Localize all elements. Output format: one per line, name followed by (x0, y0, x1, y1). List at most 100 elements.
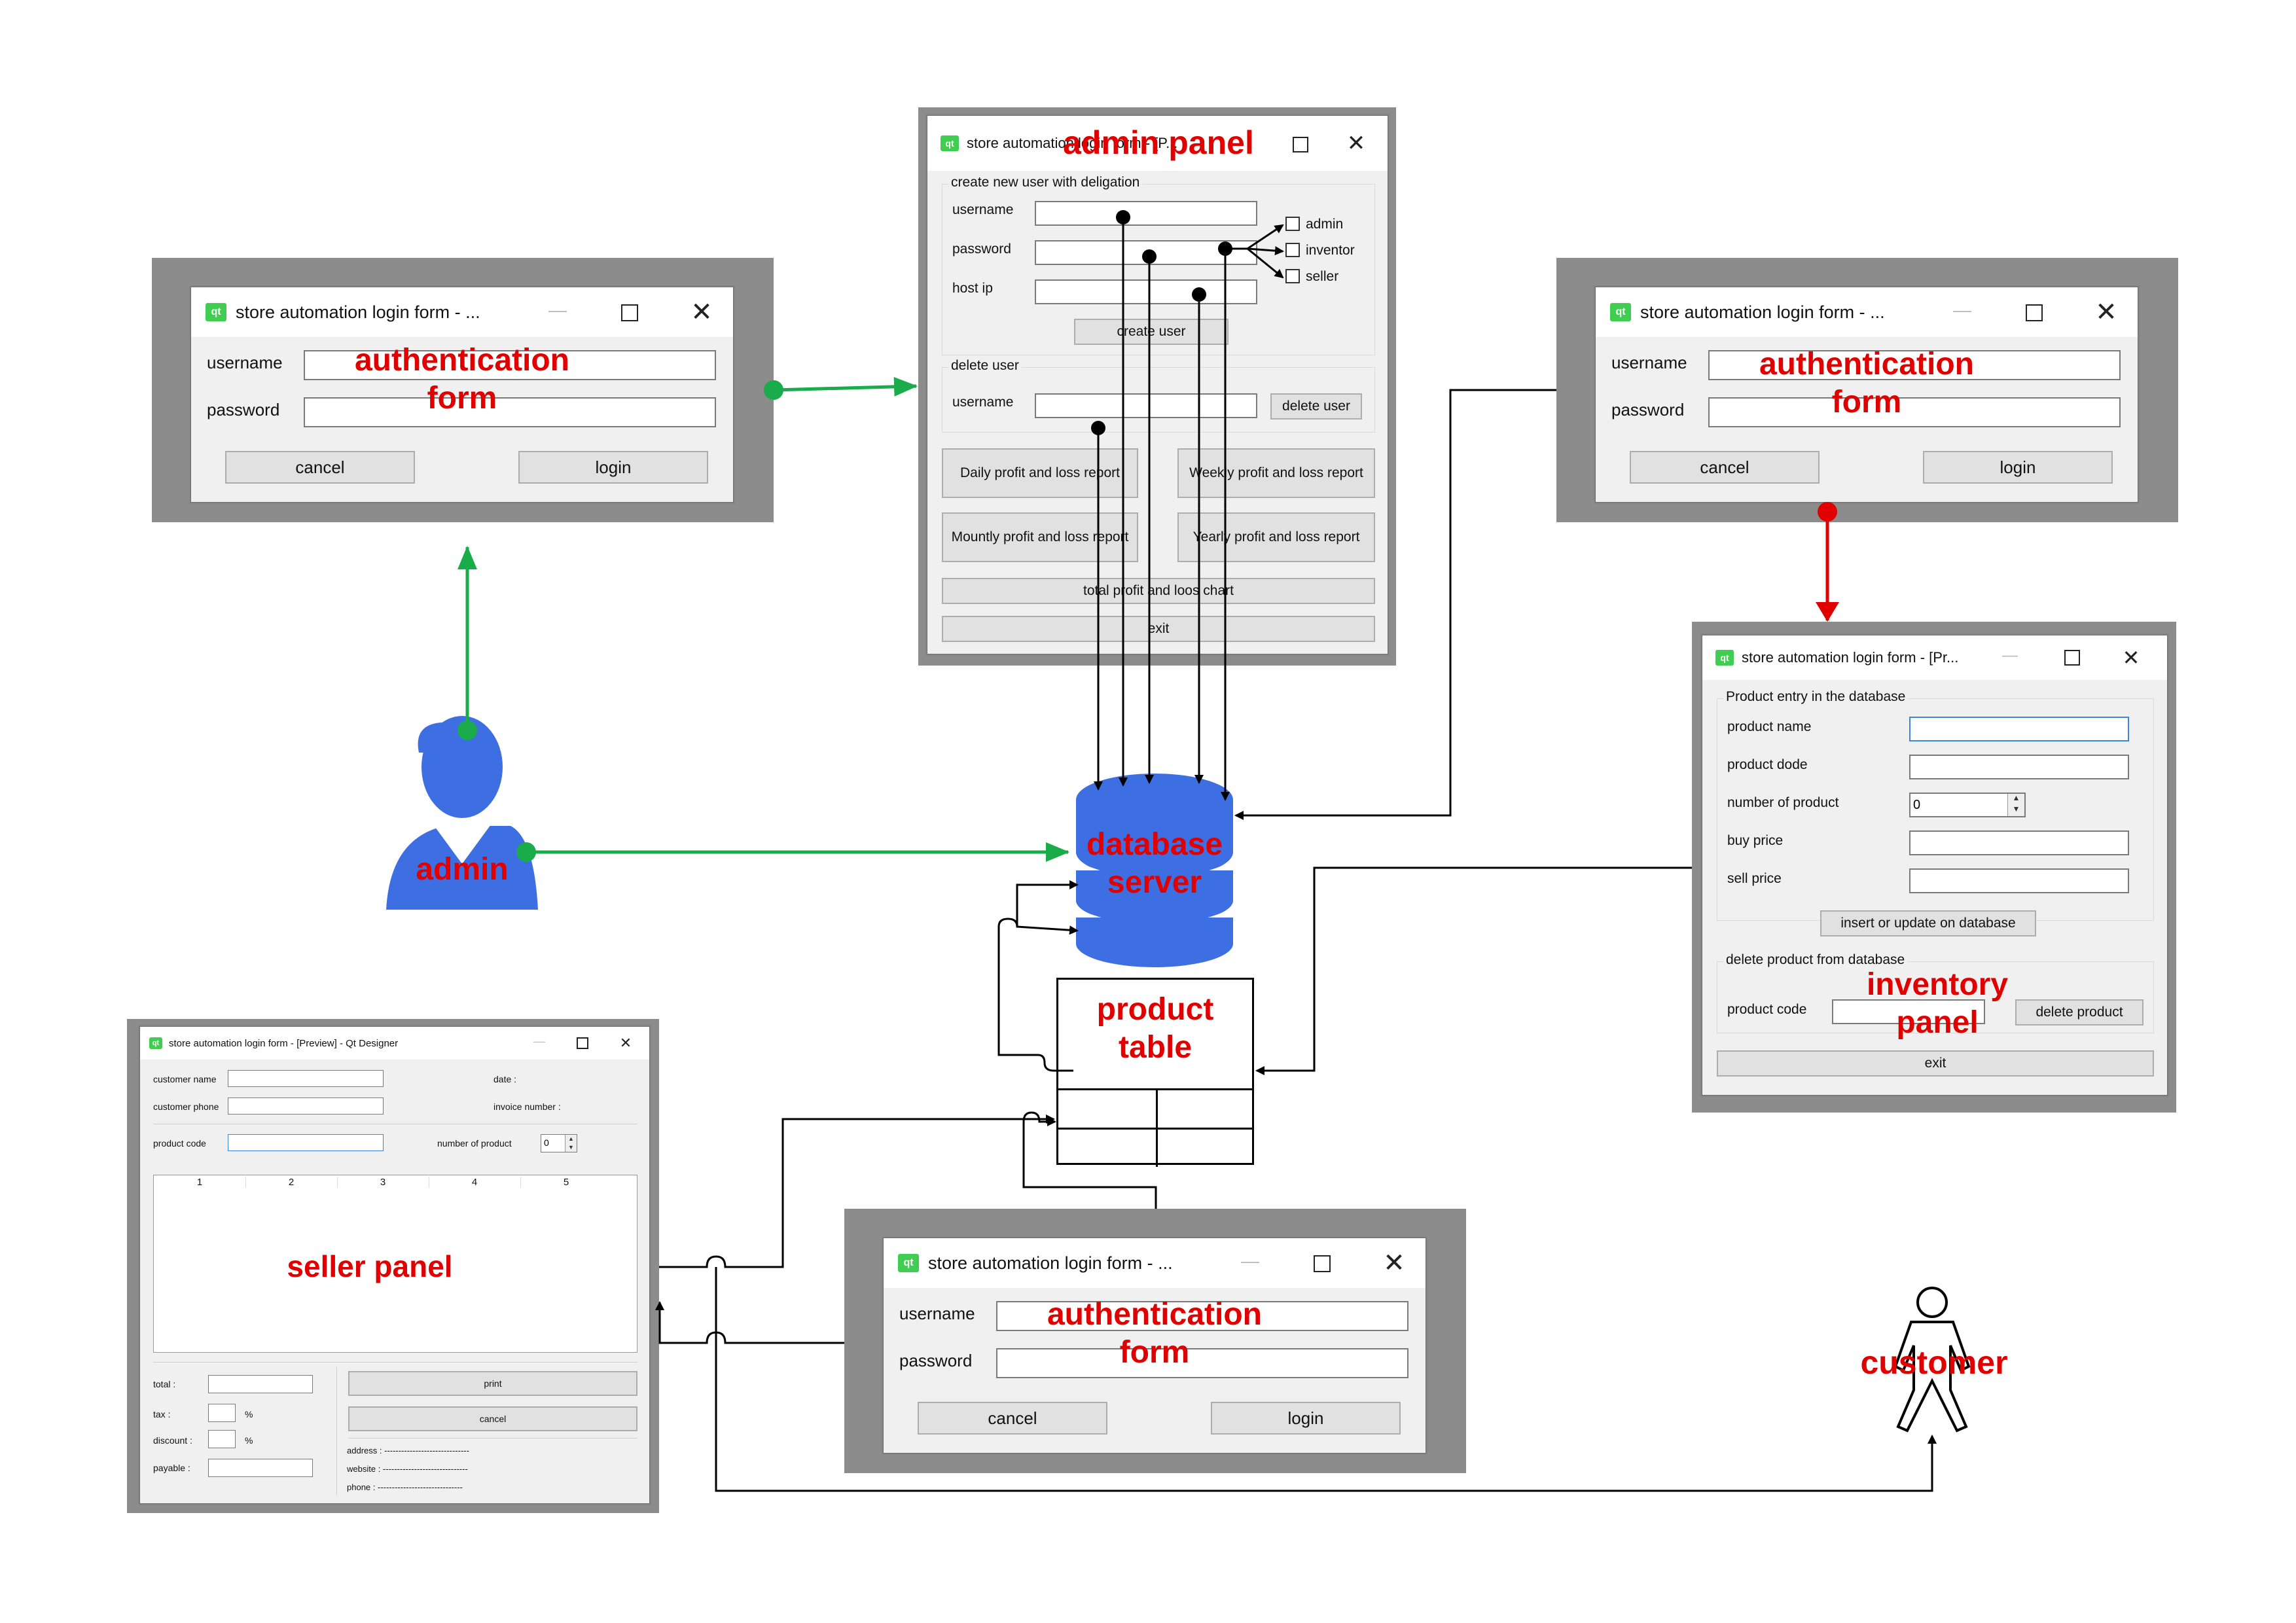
weekly-report-button[interactable]: Weekly profit and loss report (1177, 448, 1375, 498)
minimize-icon[interactable]: — (1241, 1251, 1259, 1271)
product-entry-group-title: Product entry in the database (1723, 689, 1909, 705)
number-of-product-spinbox[interactable]: 0 ▲ ▼ (541, 1134, 577, 1152)
close-icon[interactable]: ✕ (2095, 298, 2117, 327)
delete-username-input[interactable] (1035, 393, 1257, 418)
buy-price-input[interactable] (1909, 830, 2129, 855)
sell-price-input[interactable] (1909, 868, 2129, 893)
phone-line: phone : ------------------------------ (347, 1482, 463, 1492)
delete-product-code-label: product code (1727, 1002, 1807, 1017)
qt-logo-icon: qt (941, 135, 959, 151)
exit-button[interactable]: exit (942, 616, 1375, 642)
website-line: website : ------------------------------ (347, 1464, 468, 1474)
new-username-input[interactable] (1035, 201, 1257, 226)
window-title: store automation login form - [Pr... (1742, 649, 1959, 666)
monthly-report-button[interactable]: Mountly profit and loss report (942, 512, 1138, 562)
buy-price-label: buy price (1727, 833, 1784, 848)
maximize-icon[interactable] (1302, 1238, 1342, 1288)
maximize-icon[interactable] (569, 1027, 596, 1060)
login-button[interactable]: login (1211, 1402, 1401, 1435)
qt-logo-icon: qt (898, 1254, 919, 1272)
maximize-icon[interactable] (2053, 635, 2092, 680)
spin-up-icon[interactable]: ▲ (565, 1135, 577, 1143)
username-input[interactable] (304, 350, 716, 380)
qt-logo-icon: qt (149, 1037, 162, 1049)
table-header-4[interactable]: 4 (429, 1177, 521, 1188)
create-user-button[interactable]: create user (1074, 319, 1229, 345)
customer-name-label: customer name (153, 1074, 217, 1084)
close-icon[interactable]: ✕ (691, 298, 713, 327)
close-icon[interactable]: ✕ (2122, 646, 2140, 669)
insert-update-button[interactable]: insert or update on database (1820, 910, 2036, 936)
product-code-label: product code (153, 1138, 206, 1149)
spin-up-icon[interactable]: ▲ (2007, 794, 2024, 805)
delete-product-code-input[interactable] (1832, 999, 1985, 1024)
password-input[interactable] (1708, 397, 2121, 427)
daily-report-button[interactable]: Daily profit and loss report (942, 448, 1138, 498)
qt-logo-icon: qt (1610, 303, 1631, 321)
password-label: password (1611, 400, 1685, 419)
number-of-product-label: number of product (1727, 795, 1839, 810)
minimize-icon[interactable]: — (2002, 647, 2018, 664)
admin-role-label: admin (1306, 217, 1344, 232)
payable-input[interactable] (208, 1459, 313, 1477)
product-name-input[interactable] (1909, 717, 2129, 741)
total-input[interactable] (208, 1375, 313, 1393)
seller-role-checkbox[interactable] (1285, 269, 1300, 283)
maximize-icon[interactable] (610, 287, 649, 337)
maximize-icon[interactable] (1281, 116, 1320, 171)
cancel-button[interactable]: cancel (225, 451, 415, 484)
minimize-icon[interactable]: — (533, 1035, 545, 1048)
spin-down-icon[interactable]: ▼ (2007, 805, 2024, 816)
cancel-button[interactable]: cancel (918, 1402, 1107, 1435)
total-chart-button[interactable]: total profit and loos chart (942, 578, 1375, 604)
password-input[interactable] (996, 1348, 1408, 1378)
product-code-input[interactable] (1909, 755, 2129, 779)
invoice-number-label: invoice number : (493, 1101, 561, 1112)
password-input[interactable] (304, 397, 716, 427)
username-label: username (952, 202, 1014, 217)
close-icon[interactable]: ✕ (1346, 131, 1366, 156)
maximize-icon[interactable] (2015, 287, 2054, 337)
tax-input[interactable] (208, 1404, 236, 1422)
login-button[interactable]: login (1923, 451, 2113, 484)
discount-input[interactable] (208, 1430, 236, 1448)
customer-name-input[interactable] (228, 1070, 384, 1087)
table-header-1[interactable]: 1 (154, 1177, 246, 1188)
cancel-button[interactable]: cancel (348, 1406, 637, 1431)
close-icon[interactable]: ✕ (619, 1035, 632, 1051)
username-input[interactable] (1708, 350, 2121, 380)
exit-button[interactable]: exit (1717, 1050, 2154, 1077)
create-user-group (942, 184, 1375, 355)
admin-person-icon (386, 716, 538, 910)
username-input[interactable] (996, 1301, 1408, 1331)
delete-username-label: username (952, 395, 1014, 410)
admin-role-checkbox[interactable] (1285, 217, 1300, 231)
cancel-button[interactable]: cancel (1630, 451, 1820, 484)
invoice-table[interactable]: 1 2 3 4 5 (153, 1175, 637, 1353)
close-icon[interactable]: ✕ (1383, 1249, 1405, 1277)
delete-product-button[interactable]: delete product (2015, 999, 2144, 1026)
yearly-report-button[interactable]: Yearly profit and loss report (1177, 512, 1375, 562)
spin-down-icon[interactable]: ▼ (565, 1143, 577, 1152)
inventor-role-checkbox[interactable] (1285, 243, 1300, 257)
login-button[interactable]: login (518, 451, 708, 484)
create-user-group-title: create new user with deligation (948, 175, 1143, 190)
minimize-icon[interactable]: — (548, 300, 567, 320)
table-header-3[interactable]: 3 (337, 1177, 429, 1188)
window-title: store automation login form - [Preview] … (169, 1037, 399, 1049)
table-header-5[interactable]: 5 (563, 1177, 569, 1188)
minimize-icon[interactable]: — (1953, 300, 1971, 320)
customer-phone-input[interactable] (228, 1097, 384, 1115)
table-header-2[interactable]: 2 (245, 1177, 338, 1188)
address-line: address : ------------------------------ (347, 1446, 469, 1455)
username-label: username (899, 1304, 975, 1323)
delete-user-button[interactable]: delete user (1270, 393, 1362, 419)
number-of-product-spinbox[interactable]: 0 ▲ ▼ (1909, 793, 2026, 817)
host-ip-input[interactable] (1035, 279, 1257, 304)
product-code-input[interactable] (228, 1134, 384, 1151)
print-button[interactable]: print (348, 1371, 637, 1396)
